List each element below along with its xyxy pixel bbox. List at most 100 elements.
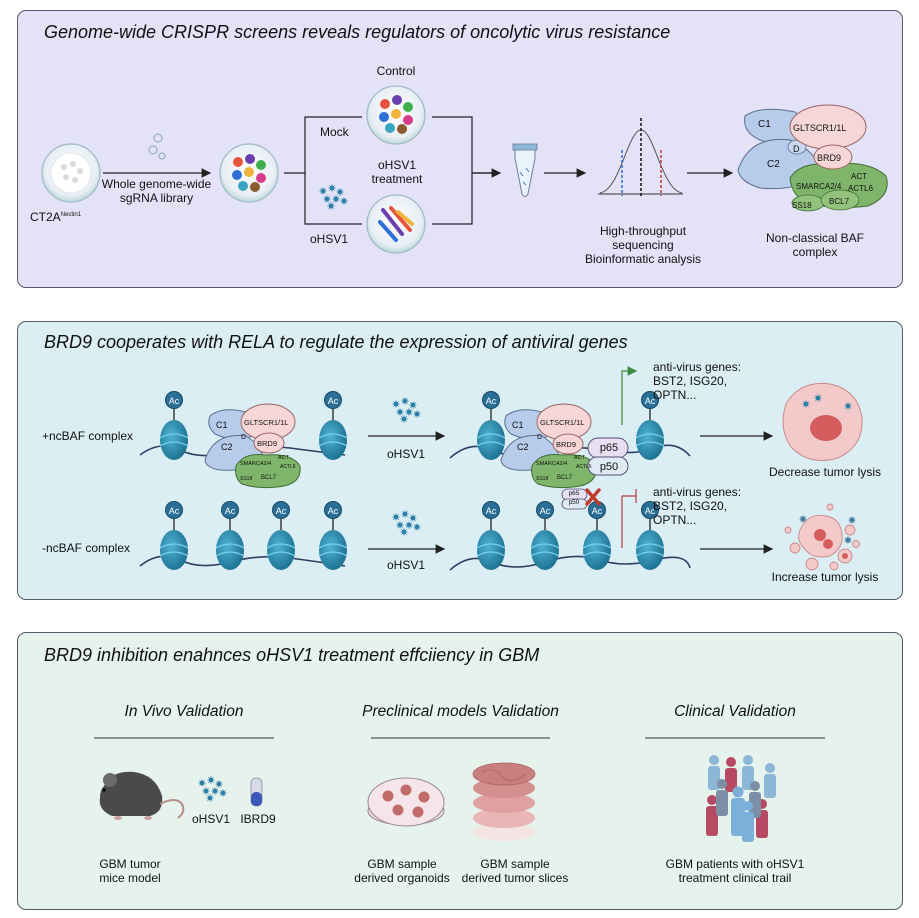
- ac-label: Ac: [168, 396, 180, 406]
- subunit-act: ACT: [851, 172, 867, 181]
- mouse-icon: [99, 771, 185, 820]
- cell-line-label: CT2ANectin1: [30, 210, 82, 224]
- subunit-d: D: [793, 144, 800, 154]
- p50-label: p50: [599, 461, 619, 473]
- sample-tube-icon: [512, 143, 538, 197]
- subunit-smarca: SMARCA2/4: [536, 461, 568, 467]
- plus-ncbaf-label: +ncBAF complex: [42, 429, 134, 443]
- subunit-c2: C2: [221, 442, 233, 452]
- subunit-bcl7: BCL7: [829, 197, 850, 206]
- subunit-smarca: SMARCA2/4: [240, 461, 272, 467]
- ohsv1-label: oHSV1: [310, 232, 349, 246]
- subunit-actl6: ACTL6: [576, 464, 592, 470]
- ac-label: Ac: [485, 396, 497, 406]
- antivirus-genes-top: anti-virus genes:BST2, ISG20,OPTN...: [653, 360, 742, 402]
- subunit-c1: C1: [216, 420, 228, 430]
- panel-title-crispr: Genome-wide CRISPR screens reveals regul…: [44, 22, 671, 42]
- increase-lysis-label: Increase tumor lysis: [771, 570, 879, 584]
- p50-small-label: p50: [568, 499, 580, 506]
- subunit-gltscr: GLTSCR1/1L: [793, 123, 847, 133]
- ac-label: Ac: [168, 506, 180, 516]
- p50-protein: [587, 456, 629, 476]
- mock-label: Mock: [320, 125, 349, 139]
- virus-icon: [319, 184, 347, 209]
- ohsv1-label-plus: oHSV1: [386, 447, 426, 461]
- ac-label: Ac: [644, 396, 656, 406]
- subunit-c1: C1: [512, 420, 524, 430]
- ac-label: Ac: [539, 506, 551, 516]
- tumor-slices-icon: [472, 762, 536, 841]
- organoid-dish-icon: [367, 777, 445, 827]
- patients-group-icon: [706, 755, 776, 842]
- minus-ncbaf-label: -ncBAF complex: [42, 541, 131, 555]
- inhibition-arrow: [621, 489, 637, 548]
- subunit-gltscr: GLTSCR1/1L: [244, 418, 289, 427]
- subunit-brd9: BRD9: [556, 440, 577, 449]
- cross-icon: [585, 488, 601, 506]
- decrease-lysis-label: Decrease tumor lysis: [768, 465, 882, 479]
- subunit-c1: C1: [758, 119, 771, 130]
- p65-small-label: p65: [568, 490, 580, 497]
- activation-arrow: [621, 366, 638, 425]
- ncbaf-complex-plus-left: [204, 403, 301, 489]
- subunit-d: D: [537, 434, 543, 441]
- clinical-heading: Clinical Validation: [674, 703, 796, 720]
- subunit-ss18: SS18: [792, 201, 812, 210]
- tumor-cell-intact: [782, 382, 863, 461]
- ohsv1-label-p3: oHSV1: [191, 812, 231, 826]
- branch-mock: [284, 116, 362, 174]
- panel-brd9-inhibition: BRD9 inhibition enahnces oHSV1 treatment…: [17, 632, 903, 910]
- ac-label: Ac: [224, 506, 236, 516]
- ac-label: Ac: [327, 396, 339, 406]
- in-vivo-heading: In Vivo Validation: [124, 703, 244, 720]
- tumor-cell-lysed: [784, 503, 860, 571]
- subunit-ss18: SS18: [240, 476, 253, 482]
- petri-dish-library: [219, 143, 279, 203]
- subunit-gltscr: GLTSCR1/1L: [540, 418, 585, 427]
- virus-icon: [198, 776, 226, 801]
- preclinical-heading: Preclinical models Validation: [362, 703, 559, 720]
- petri-dish-control: [366, 85, 426, 145]
- subunit-actl6: ACTL6: [280, 464, 296, 470]
- subunit-bcl7: BCL7: [557, 475, 573, 481]
- ncbaf-complex-plus-right: [500, 403, 629, 489]
- virus-icon: [392, 397, 420, 422]
- subunit-c2: C2: [767, 159, 780, 170]
- subunit-ss18: SS18: [536, 476, 549, 482]
- subunit-act: ACT: [278, 455, 289, 461]
- p65-p50-blocked: [561, 488, 588, 510]
- ibrd9-vial-icon: [250, 777, 263, 807]
- subunit-smarca: SMARCA2/4: [796, 182, 842, 191]
- subunit-act: ACT: [574, 455, 585, 461]
- sgrna-icon: [148, 133, 166, 160]
- subunit-c2: C2: [517, 442, 529, 452]
- subunit-brd9: BRD9: [817, 153, 842, 163]
- subunit-brd9: BRD9: [257, 439, 278, 448]
- ac-label: Ac: [327, 506, 339, 516]
- subunit-bcl7: BCL7: [261, 475, 277, 481]
- antivirus-genes-bottom: anti-virus genes:BST2, ISG20,OPTN...: [653, 485, 742, 527]
- ncbaf-complex-diagram: [737, 104, 888, 212]
- ohsv1-label-minus: oHSV1: [386, 558, 426, 572]
- petri-dish-treatment: [366, 194, 426, 254]
- ac-label: Ac: [591, 506, 603, 516]
- subunit-actl6: ACTL6: [848, 184, 873, 193]
- branch-ohsv1: [304, 173, 362, 225]
- ibrd9-label: IBRD9: [240, 812, 276, 826]
- p65-label: p65: [599, 442, 619, 454]
- petri-dish-ct2a: [41, 143, 101, 203]
- virus-icon: [392, 510, 420, 535]
- distribution-plot: [598, 118, 683, 198]
- panel-title-brd9-rela: BRD9 cooperates with RELA to regulate th…: [44, 332, 628, 352]
- control-label: Control: [376, 64, 416, 78]
- panel-title-brd9-inhibition: BRD9 inhibition enahnces oHSV1 treatment…: [44, 645, 540, 665]
